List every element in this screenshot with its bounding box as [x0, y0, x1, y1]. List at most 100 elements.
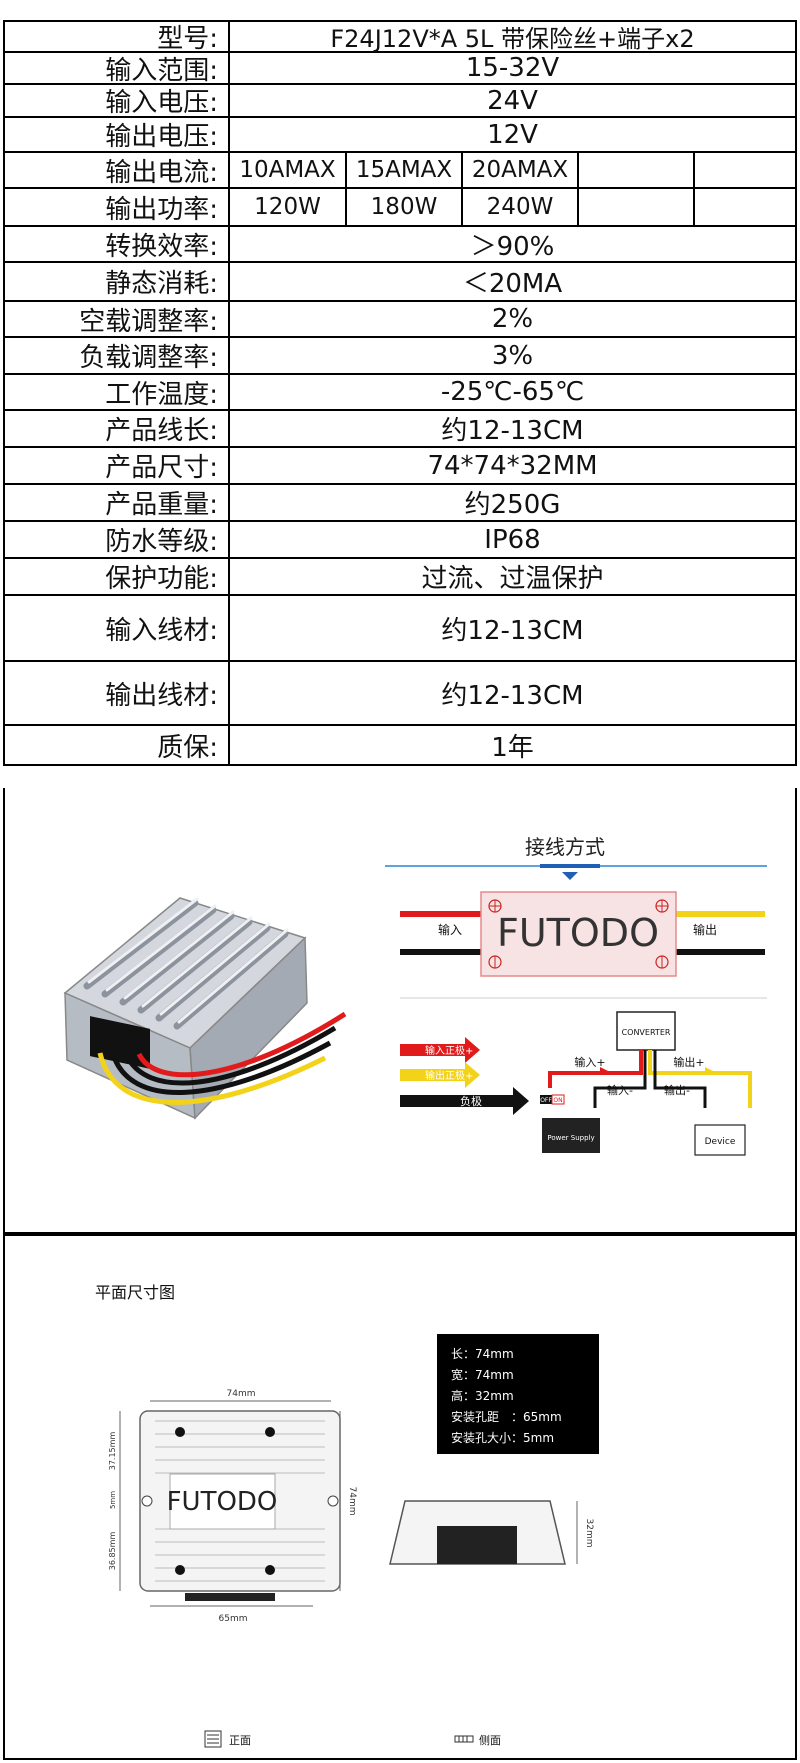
row-model: 型号: F24J12V*A 5L 带保险丝+端子x2: [3, 20, 797, 54]
device-icon: [694, 1124, 746, 1156]
row-size: 产品尺寸: 74*74*32MM: [3, 448, 797, 485]
output-current-cell: [695, 153, 800, 187]
model-label: 型号:: [5, 22, 230, 54]
row-wire-length: 产品线长: 约12-13CM: [3, 411, 797, 448]
temperature-value: -25℃-65℃: [440, 377, 585, 407]
drawing-svg: 平面尺寸图 74mm 74mm 37.15mm 5mm 36.85mm 65mm: [95, 1283, 599, 1748]
legend-input-pos: 输入正极+: [425, 1044, 473, 1057]
input-wire-value: 约12-13CM: [441, 615, 584, 646]
output-current-cell: [579, 153, 695, 187]
legend-output-pos-arrow-icon: [400, 1062, 480, 1088]
no-load-regulation-value: 2%: [491, 304, 534, 334]
row-input-wire: 输入线材: 约12-13CM: [3, 596, 797, 662]
row-output-power: 输出功率: 120W 180W 240W: [3, 189, 797, 227]
dim-left-bottom: 36.85mm: [108, 1532, 117, 1571]
power-supply-icon: [542, 1118, 600, 1153]
output-label: 输出: [693, 922, 717, 937]
output-current-cell: 20AMAX: [463, 153, 579, 187]
row-no-load-regulation: 空载调整率: 2%: [3, 302, 797, 338]
title-arrow-icon: [562, 872, 578, 880]
spec-box: 长：74mm 宽：74mm 高：32mm 安装孔距 ：65mm 安装孔大小：5m…: [437, 1334, 599, 1454]
spec-table: 型号: F24J12V*A 5L 带保险丝+端子x2 输入范围: 15-32V …: [3, 20, 797, 766]
row-input-voltage: 输入电压: 24V: [3, 85, 797, 118]
input-neg-label: 输入-: [607, 1083, 633, 1097]
row-output-current: 输出电流: 10AMAX 15AMAX 20AMAX: [3, 153, 797, 189]
model-value: F24J12V*A 5L 带保险丝+端子x2: [330, 25, 695, 53]
waterproof-label: 防水等级:: [5, 522, 230, 557]
switch-off-label: OFF: [540, 1097, 552, 1104]
size-value: 74*74*32MM: [427, 450, 598, 481]
spec-length: 长：74mm: [451, 1347, 514, 1361]
output-current-label: 输出电流:: [5, 153, 230, 188]
row-efficiency: 转换效率: ＞90%: [3, 227, 797, 263]
input-range-value: 15-32V: [465, 53, 560, 83]
output-voltage-value: 12V: [487, 119, 538, 150]
row-input-range: 输入范围: 15-32V: [3, 53, 797, 86]
input-label: 输入: [438, 922, 462, 937]
dim-left-top: 37.15mm: [108, 1432, 117, 1471]
front-label: 正面: [229, 1734, 251, 1747]
output-power-cell: [695, 189, 800, 225]
module-diagram: FUTODO 输入 输出: [400, 891, 765, 977]
load-regulation-value: 3%: [491, 340, 534, 371]
dim-bottom: 65mm: [219, 1614, 248, 1624]
legend-negative-arrow-icon: [400, 1087, 529, 1115]
power-supply-label: Power Supply: [547, 1134, 594, 1142]
row-warranty: 质保: 1年: [3, 726, 797, 766]
side-icon: [454, 1735, 474, 1743]
legend-output-pos: 输出正极+: [425, 1069, 473, 1082]
weight-label: 产品重量:: [5, 485, 230, 520]
device-label: Device: [705, 1137, 736, 1147]
output-pos-label: 输出+: [673, 1055, 704, 1069]
output-current-cell: 15AMAX: [347, 153, 463, 187]
wire-length-label: 产品线长:: [5, 411, 230, 446]
dim-right: 74mm: [347, 1487, 357, 1516]
input-range-label: 输入范围:: [5, 53, 230, 86]
row-protection: 保护功能: 过流、过温保护: [3, 559, 797, 596]
dim-top: 74mm: [227, 1389, 256, 1399]
input-wire-label: 输入线材:: [5, 596, 230, 660]
output-power-cell: 120W: [230, 189, 347, 225]
spec-hole-size: 安装孔大小：5mm: [451, 1430, 554, 1445]
switch-on-label: ON: [553, 1097, 562, 1104]
side-view: 32mm: [389, 1500, 594, 1565]
output-neg-label: 输出-: [664, 1083, 690, 1097]
legend: 输入正极+ 输出正极+ 负极: [400, 1037, 529, 1115]
converter-label: CONVERTER: [622, 1028, 671, 1037]
input-voltage-value: 24V: [487, 85, 538, 116]
row-output-wire: 输出线材: 约12-13CM: [3, 662, 797, 726]
wiring-svg: 接线方式 FUTODO 输入 输出 输入正极+: [63, 835, 767, 1156]
row-weight: 产品重量: 约250G: [3, 485, 797, 522]
product-photo: [63, 897, 347, 1120]
wiring-section: 接线方式 FUTODO 输入 输出 输入正极+: [3, 788, 797, 1234]
legend-negative: 负极: [460, 1094, 482, 1108]
front-icon: [204, 1730, 222, 1748]
quiescent-label: 静态消耗:: [5, 263, 230, 300]
legend-input-pos-arrow-icon: [400, 1037, 480, 1063]
size-label: 产品尺寸:: [5, 448, 230, 483]
spec-height: 高：32mm: [451, 1388, 514, 1403]
front-view: 74mm 74mm 37.15mm 5mm 36.85mm 65mm FUTOD…: [108, 1389, 357, 1624]
front-brand: FUTODO: [167, 1487, 278, 1517]
dim-side-height: 32mm: [584, 1519, 594, 1548]
no-load-regulation-label: 空载调整率:: [5, 302, 230, 337]
drawing-section: 平面尺寸图 74mm 74mm 37.15mm 5mm 36.85mm 65mm: [3, 1234, 797, 1760]
row-quiescent: 静态消耗: ＜20MA: [3, 263, 797, 302]
input-voltage-label: 输入电压:: [5, 85, 230, 118]
output-current-cell: 10AMAX: [230, 153, 347, 187]
output-power-cell: 180W: [347, 189, 463, 225]
temperature-label: 工作温度:: [5, 375, 230, 410]
drawing-title: 平面尺寸图: [95, 1283, 175, 1302]
warranty-value: 1年: [491, 732, 534, 763]
protection-value: 过流、过温保护: [421, 564, 604, 594]
output-power-label: 输出功率:: [5, 189, 230, 225]
waterproof-value: IP68: [484, 524, 541, 555]
output-wire-value: 约12-13CM: [441, 680, 584, 711]
efficiency-value: ＞90%: [470, 231, 555, 262]
output-voltage-label: 输出电压:: [5, 118, 230, 152]
protection-label: 保护功能:: [5, 559, 230, 594]
row-load-regulation: 负载调整率: 3%: [3, 338, 797, 375]
wiring-title: 接线方式: [525, 835, 605, 859]
warranty-label: 质保:: [5, 726, 230, 764]
row-output-voltage: 输出电压: 12V: [3, 118, 797, 153]
